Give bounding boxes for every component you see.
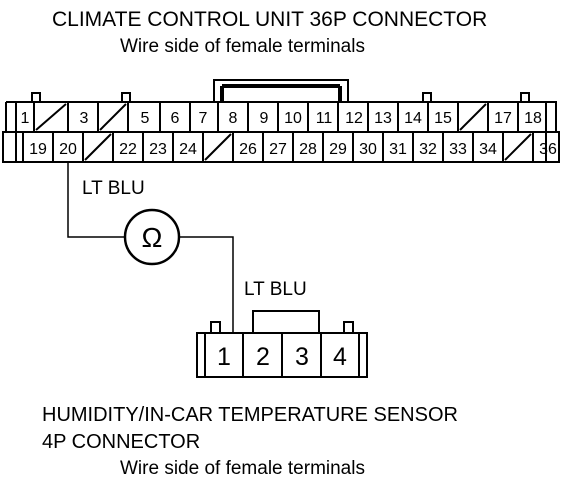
pin-label: 17 (494, 110, 512, 127)
pin-label: 12 (345, 110, 363, 127)
pin-label: 1 (21, 110, 30, 127)
empty-cavity-slash (99, 103, 127, 131)
pin-label: 3 (295, 343, 309, 371)
pin-label: 32 (419, 141, 437, 158)
wire-color-label-upper: LT BLU (82, 178, 145, 199)
empty-cavity-marks (35, 103, 532, 161)
pin-label: 22 (119, 141, 137, 158)
pin-label: 27 (269, 141, 287, 158)
pin-label: 19 (29, 141, 47, 158)
bottom-connector-subtitle: Wire side of female terminals (120, 458, 365, 479)
top-connector-title: CLIMATE CONTROL UNIT 36P CONNECTOR (52, 8, 488, 31)
empty-cavity-slash (35, 103, 67, 131)
bottom-connector-title-line2: 4P CONNECTOR (42, 431, 201, 453)
pin-label: 20 (59, 141, 77, 158)
pin-label: 4 (333, 343, 347, 371)
pin-label: 8 (229, 110, 238, 127)
pin-label: 11 (316, 110, 333, 127)
pin-label: 7 (199, 110, 208, 127)
humidity-sensor-4p-connector (196, 310, 368, 378)
pin-label: 23 (149, 141, 167, 158)
pin-label: 28 (299, 141, 317, 158)
test-wiring (67, 162, 234, 333)
pin-label: 29 (329, 141, 347, 158)
ohm-symbol: Ω (142, 222, 163, 253)
bottom-connector-title-line1: HUMIDITY/IN-CAR TEMPERATURE SENSOR (42, 404, 458, 426)
test-lead-upper (67, 162, 124, 238)
test-lead-lower (180, 236, 234, 333)
pin-label: 31 (389, 141, 407, 158)
empty-cavity-slash (204, 133, 232, 161)
pin-label: 9 (260, 110, 269, 127)
pin-label: 5 (141, 110, 150, 127)
pin-label: 15 (434, 110, 452, 127)
connector-pin-dividers (22, 102, 534, 162)
pin-label: 18 (524, 110, 542, 127)
empty-cavity-slash (504, 133, 532, 161)
ohmmeter-icon: Ω (123, 208, 181, 266)
pin-label: 36 (539, 141, 557, 158)
pin-label: 2 (256, 343, 270, 371)
pin-label: 13 (374, 110, 392, 127)
top-connector-subtitle: Wire side of female terminals (120, 36, 365, 57)
pin-label: 6 (171, 110, 180, 127)
pin-label: 24 (179, 141, 197, 158)
pin-label: 1 (217, 343, 231, 371)
pin-label: 3 (80, 110, 89, 127)
pin-label: 10 (284, 110, 302, 127)
wire-color-label-lower: LT BLU (244, 279, 307, 300)
empty-cavity-slash (84, 133, 112, 161)
pin-label: 26 (239, 141, 257, 158)
pin-label: 34 (479, 141, 497, 158)
empty-cavity-slash (459, 103, 487, 131)
pin-label: 30 (359, 141, 377, 158)
pin-label: 33 (449, 141, 467, 158)
climate-control-36p-connector (2, 79, 560, 163)
pin-label: 14 (404, 110, 422, 127)
